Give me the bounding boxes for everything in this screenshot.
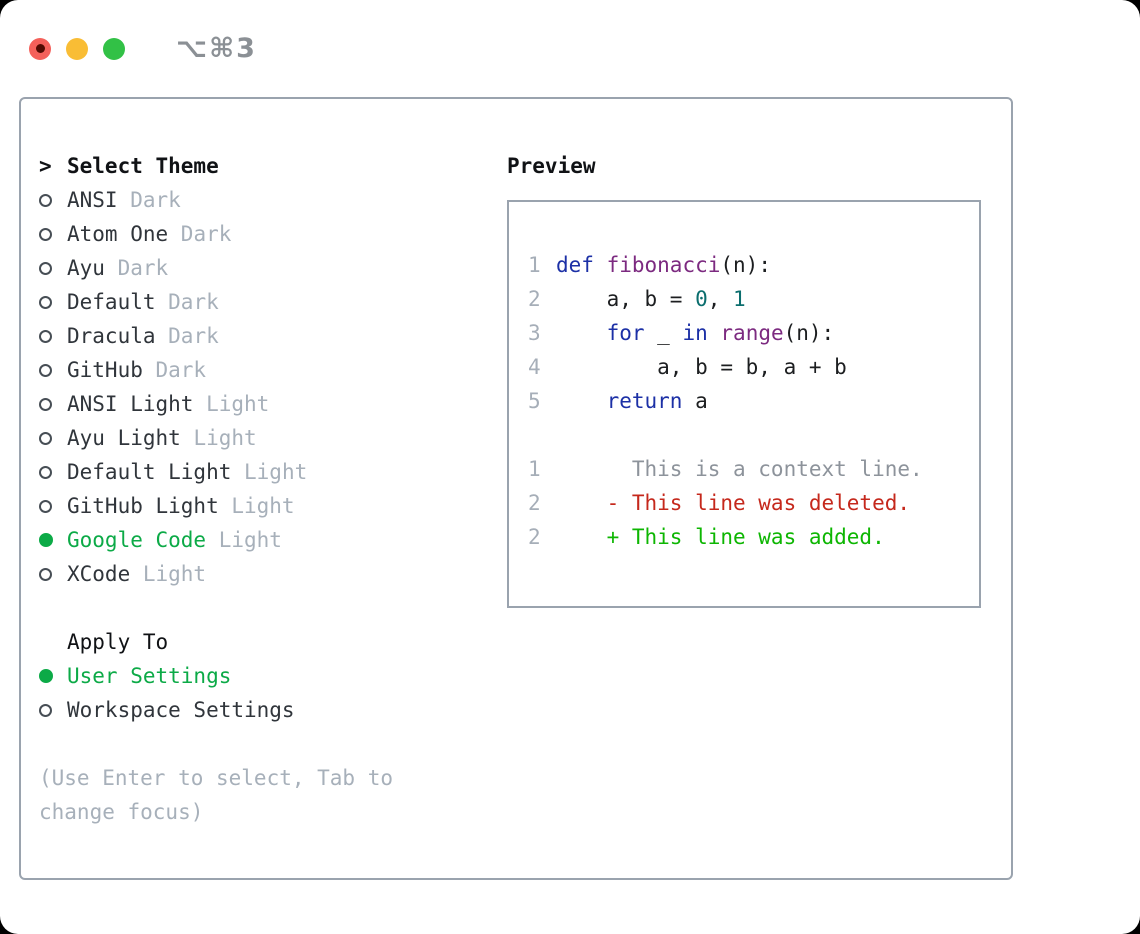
diff-line: 2 - This line was deleted. bbox=[528, 486, 979, 520]
zoom-button[interactable] bbox=[103, 37, 125, 60]
theme-option[interactable]: Dracula Dark bbox=[39, 319, 501, 353]
spacer bbox=[39, 591, 501, 625]
close-button[interactable] bbox=[29, 37, 51, 60]
theme-option[interactable]: Ayu Light Light bbox=[39, 421, 501, 455]
theme-option-label: Google Code bbox=[67, 528, 207, 552]
theme-option-label: Default Light bbox=[67, 460, 232, 484]
preview-header: Preview bbox=[501, 149, 1011, 183]
theme-option-tag: Dark bbox=[180, 222, 232, 246]
theme-option-tag: Light bbox=[206, 392, 270, 416]
line-number: 4 bbox=[528, 355, 541, 379]
theme-panel-header: > Select Theme bbox=[39, 149, 501, 183]
help-text: (Use Enter to select, Tab to change focu… bbox=[39, 766, 394, 824]
radio-icon bbox=[39, 431, 52, 445]
radio-icon bbox=[39, 295, 52, 309]
radio-icon bbox=[39, 261, 52, 275]
theme-option-tag: Dark bbox=[117, 256, 169, 280]
theme-option-label: GitHub Light bbox=[67, 494, 219, 518]
theme-option-tag: Light bbox=[193, 426, 257, 450]
code-line: 4 a, b = b, a + b bbox=[528, 350, 979, 384]
apply-to-header: Apply To bbox=[39, 625, 501, 659]
theme-option-label: Atom One bbox=[67, 222, 169, 246]
theme-option-tag: Light bbox=[218, 528, 282, 552]
preview-title: Preview bbox=[507, 154, 596, 178]
code-line: 2 a, b = 0, 1 bbox=[528, 282, 979, 316]
theme-option-label: GitHub bbox=[67, 358, 143, 382]
line-number: 1 bbox=[528, 253, 541, 277]
radio-icon bbox=[39, 363, 52, 377]
code-line: 3 for _ in range(n): bbox=[528, 316, 979, 350]
radio-icon bbox=[39, 465, 52, 479]
code-line: 5 return a bbox=[528, 384, 979, 418]
apply-to-option[interactable]: User Settings bbox=[39, 659, 501, 693]
selected-radio-icon bbox=[39, 669, 53, 683]
apply-to-option-label: Workspace Settings bbox=[67, 698, 295, 722]
diff-line: 2 + This line was added. bbox=[528, 520, 979, 554]
window-titlebar: ⌥⌘3 bbox=[0, 0, 1140, 97]
theme-option[interactable]: Atom One Dark bbox=[39, 217, 501, 251]
theme-option-label: Ayu Light bbox=[67, 426, 181, 450]
theme-option[interactable]: XCode Light bbox=[39, 557, 501, 591]
theme-option[interactable]: Ayu Dark bbox=[39, 251, 501, 285]
radio-icon bbox=[39, 227, 52, 241]
diff-sample: 1 This is a context line.2 - This line w… bbox=[528, 452, 979, 554]
theme-panel-title: Select Theme bbox=[67, 154, 219, 178]
line-number: 1 bbox=[528, 457, 541, 481]
theme-option[interactable]: Google Code Light bbox=[39, 523, 501, 557]
diff-line: 1 This is a context line. bbox=[528, 452, 979, 486]
theme-option-label: Default bbox=[67, 290, 156, 314]
theme-option-tag: Dark bbox=[168, 290, 219, 314]
radio-icon bbox=[39, 499, 52, 513]
theme-option[interactable]: Default Dark bbox=[39, 285, 501, 319]
selected-radio-icon bbox=[39, 533, 53, 547]
line-number: 2 bbox=[528, 525, 541, 549]
radio-icon bbox=[39, 193, 52, 207]
theme-option-tag: Light bbox=[231, 494, 295, 518]
radio-icon bbox=[39, 703, 52, 717]
close-dot-icon bbox=[35, 44, 45, 53]
theme-option-tag: Dark bbox=[130, 188, 181, 212]
theme-option-tag: Light bbox=[244, 460, 308, 484]
apply-to-option[interactable]: Workspace Settings bbox=[39, 693, 501, 727]
theme-option[interactable]: ANSI Dark bbox=[39, 183, 501, 217]
window-shortcut-label: ⌥⌘3 bbox=[176, 33, 257, 64]
radio-icon bbox=[39, 397, 52, 411]
theme-option-label: Dracula bbox=[67, 324, 156, 348]
theme-option[interactable]: GitHub Light Light bbox=[39, 489, 501, 523]
radio-icon bbox=[39, 567, 52, 581]
focus-caret: > bbox=[39, 154, 52, 178]
theme-option-label: Ayu bbox=[67, 256, 105, 280]
minimize-button[interactable] bbox=[66, 37, 88, 60]
line-number: 3 bbox=[528, 321, 541, 345]
line-number: 2 bbox=[528, 491, 541, 515]
theme-option-label: ANSI Light bbox=[67, 392, 194, 416]
theme-option[interactable]: Default Light Light bbox=[39, 455, 501, 489]
apply-to-title: Apply To bbox=[67, 630, 169, 654]
theme-option-label: ANSI bbox=[67, 188, 118, 212]
theme-option-tag: Dark bbox=[168, 324, 219, 348]
theme-option-tag: Dark bbox=[155, 358, 207, 382]
theme-option[interactable]: ANSI Light Light bbox=[39, 387, 501, 421]
theme-option-label: XCode bbox=[67, 562, 131, 586]
line-number: 5 bbox=[528, 389, 541, 413]
theme-option-tag: Light bbox=[142, 562, 207, 586]
theme-option[interactable]: GitHub Dark bbox=[39, 353, 501, 387]
line-number: 2 bbox=[528, 287, 541, 311]
apply-to-option-label: User Settings bbox=[67, 664, 232, 688]
radio-icon bbox=[39, 329, 52, 343]
spacer bbox=[528, 418, 979, 452]
